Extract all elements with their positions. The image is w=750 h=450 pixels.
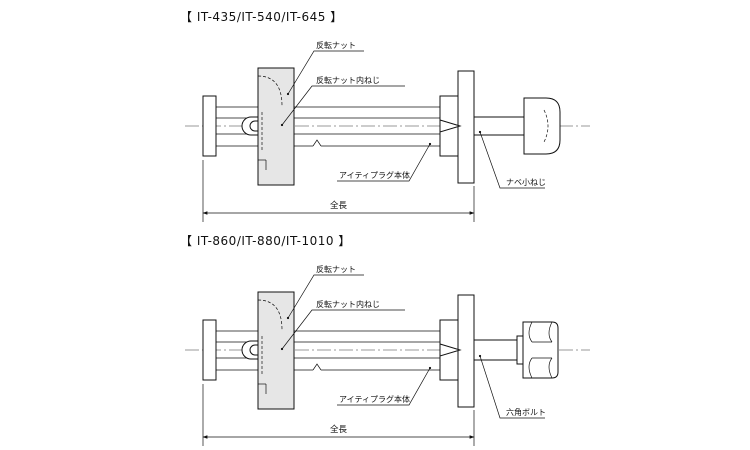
bolt-label: 六角ボルト	[506, 407, 546, 417]
screw-tip	[439, 119, 462, 133]
diagram-bottom: 【 IT-860/IT-880/IT-1010 】	[180, 234, 590, 446]
body-label: アイティプラグ本体	[339, 170, 410, 180]
reverse-nut	[257, 67, 295, 186]
right-flange	[457, 70, 475, 184]
diagram-title: 【 IT-435/IT-540/IT-645 】	[180, 10, 343, 24]
overall-length-label: 全長	[330, 424, 348, 435]
right-flange	[457, 294, 475, 408]
bolt-leader	[478, 354, 545, 419]
body-label: アイティプラグ本体	[339, 394, 410, 404]
bolt-washer	[516, 335, 524, 365]
screw-tip	[439, 343, 462, 357]
screw-leader	[478, 130, 545, 189]
screw-shank	[473, 116, 525, 136]
inner-thread-leader	[280, 85, 405, 127]
pan-head-screw-icon	[523, 97, 561, 155]
inner-thread-label: 反転ナット内ねじ	[316, 299, 380, 309]
left-flange	[202, 95, 217, 157]
reverse-nut-label: 反転ナット	[316, 264, 356, 274]
hex-bolt-icon	[522, 321, 559, 379]
diagram-top: 【 IT-435/IT-540/IT-645 】	[180, 10, 590, 222]
body-leader	[337, 142, 432, 182]
screw-label: ナベ小ねじ	[506, 178, 546, 187]
inner-thread-leader	[280, 309, 405, 351]
reverse-nut	[257, 291, 295, 410]
left-flange	[202, 319, 217, 381]
diagram-title: 【 IT-860/IT-880/IT-1010 】	[180, 234, 351, 248]
reverse-nut-label: 反転ナット	[316, 40, 356, 50]
overall-length-label: 全長	[330, 200, 348, 211]
inner-thread-label: 反転ナット内ねじ	[316, 75, 380, 85]
reverse-nut-leader	[286, 274, 364, 320]
body-leader	[337, 366, 432, 406]
reverse-nut-leader	[286, 50, 364, 96]
